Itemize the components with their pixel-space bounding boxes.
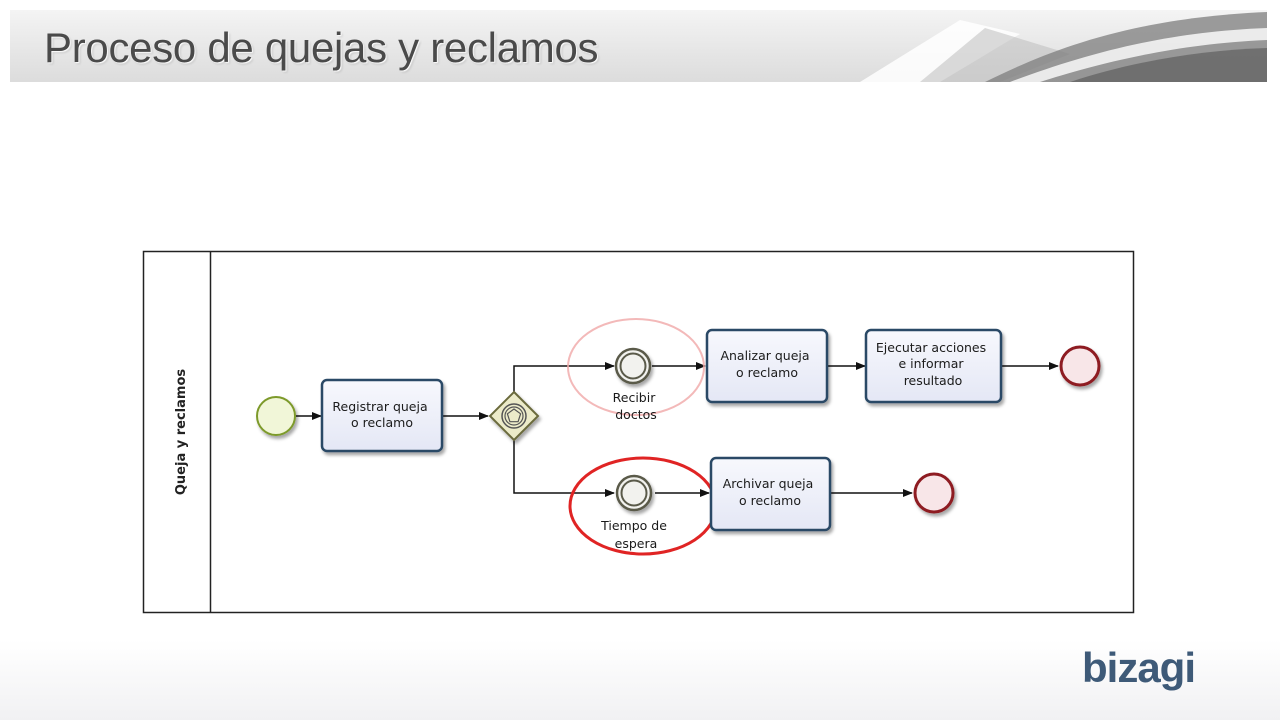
task-registrar-label-2: o reclamo (351, 415, 413, 430)
flow-gateway-to-tiempo (513, 440, 615, 497)
start-event (256, 396, 296, 436)
task-archivar-queja[interactable]: Archivar queja o reclamo (709, 456, 832, 532)
event-recibir-label-2: doctos (615, 407, 657, 422)
event-recibir-label-1: Recibir (613, 390, 657, 405)
end-event-bottom (913, 472, 955, 514)
pool: Queja y reclamos (142, 250, 1135, 614)
task-ejecutar-acciones[interactable]: Ejecutar acciones e informar resultado (864, 328, 1003, 404)
task-analizar-label-1: Analizar queja (720, 348, 809, 363)
sequence-flows (296, 362, 1059, 497)
svg-text:Archivar queja o reclamo: Archivar queja o reclamo (723, 476, 818, 508)
svg-text:Recibir doctos: Recibir doctos (613, 390, 660, 422)
title-banner: Proceso de quejas y reclamos (10, 10, 1267, 82)
highlight-circle-recibir (567, 318, 705, 416)
task-archivar-label-1: Archivar queja (723, 476, 814, 491)
intermediate-event-recibir-doctos[interactable]: Recibir doctos (613, 347, 660, 422)
flow-gateway-to-recibir (513, 362, 615, 392)
task-analizar-queja[interactable]: Analizar queja o reclamo (705, 328, 829, 404)
task-archivar-label-2: o reclamo (739, 493, 801, 508)
footer-band (0, 640, 1280, 720)
lane-label: Queja y reclamos (174, 369, 189, 496)
task-registrar-queja[interactable]: Registrar queja o reclamo (320, 378, 444, 453)
banner-swoosh-decoration (860, 12, 1267, 82)
bizagi-logo: bizagi (1082, 644, 1196, 691)
task-registrar-label-1: Registrar queja (332, 399, 427, 414)
svg-text:Registrar queja o reclam: Registrar queja o reclamo (332, 399, 431, 430)
event-gateway (488, 390, 540, 442)
event-tiempo-label-1: Tiempo de (600, 518, 667, 533)
task-ejecutar-label-3: resultado (904, 373, 963, 388)
slide-title: Proceso de quejas y reclamos (44, 24, 599, 71)
task-ejecutar-label-1: Ejecutar acciones (876, 340, 986, 355)
task-ejecutar-label-2: e informar (899, 356, 965, 371)
svg-text:Analizar queja o reclamo: Analizar queja o reclamo (720, 348, 813, 380)
intermediate-event-tiempo-de-espera[interactable]: Tiempo de espera (600, 474, 671, 551)
end-event-top (1059, 345, 1101, 387)
task-analizar-label-2: o reclamo (736, 365, 798, 380)
event-tiempo-label-2: espera (615, 536, 658, 551)
svg-text:Ejecutar acciones e info: Ejecutar acciones e informar resultado (876, 340, 990, 388)
svg-text:Tiempo de espera: Tiempo de espera (600, 518, 671, 551)
